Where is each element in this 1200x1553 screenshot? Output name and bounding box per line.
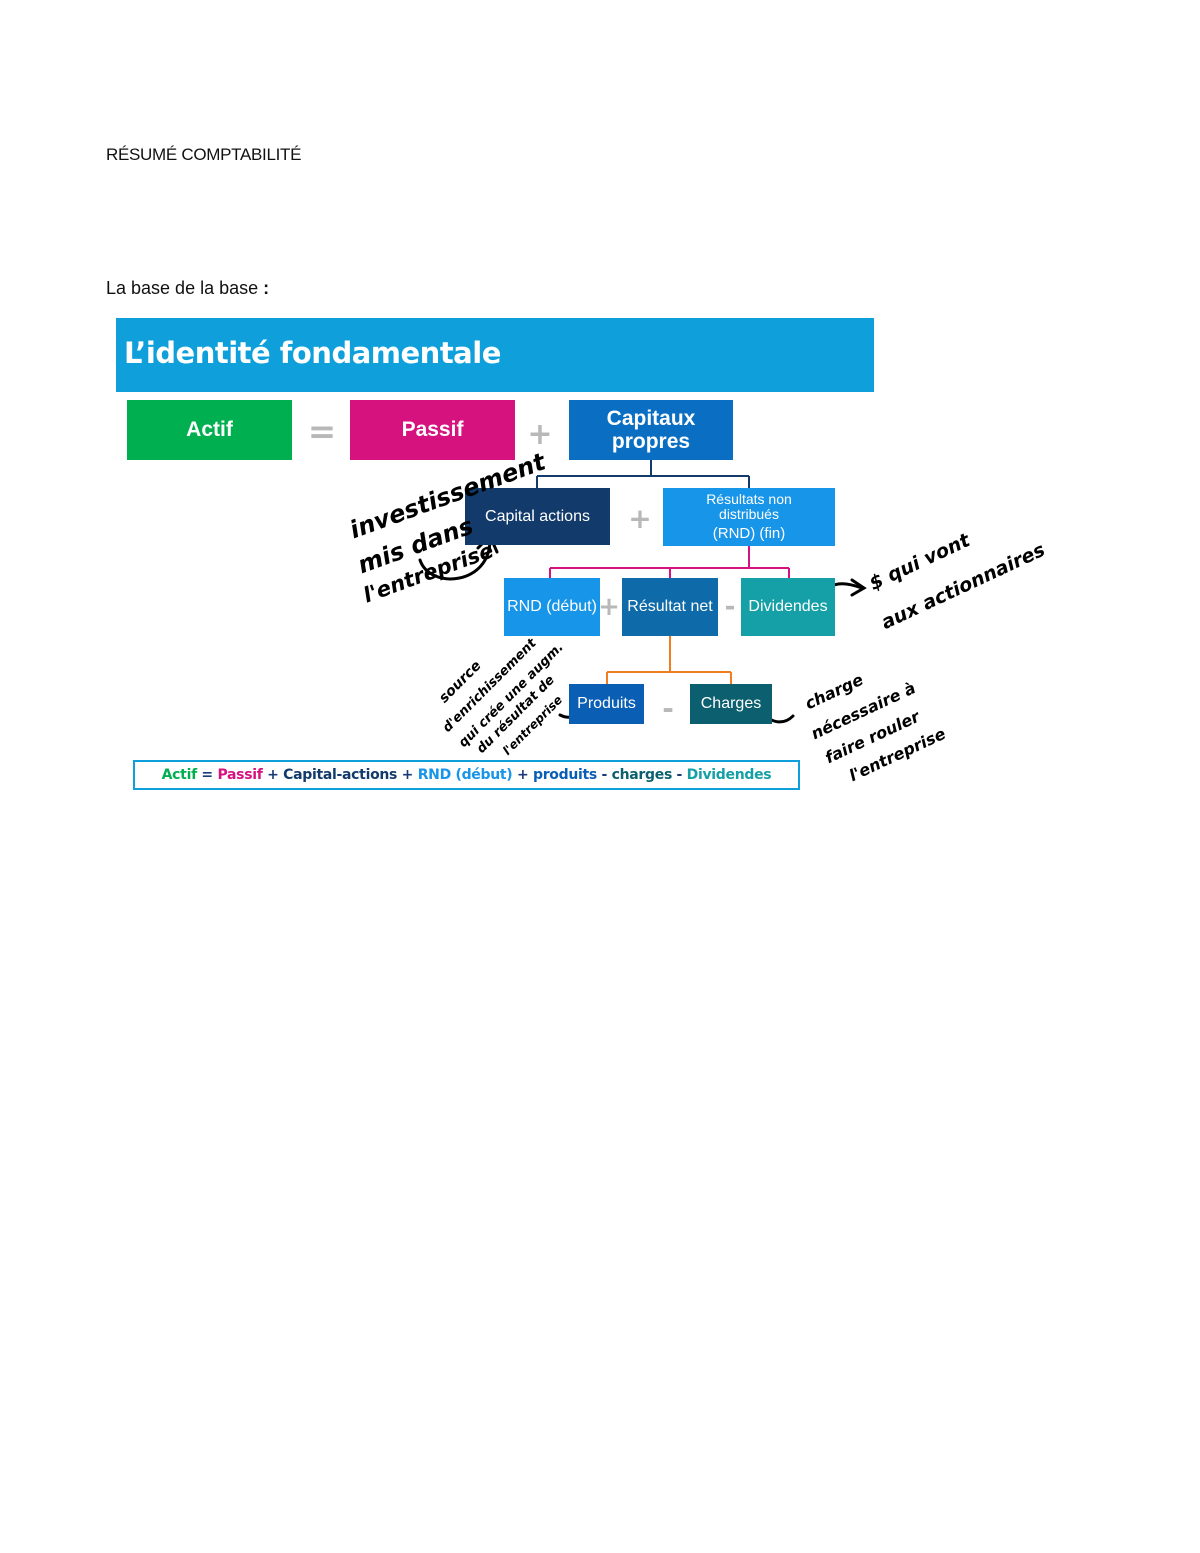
summary-formula: Actif = Passif + Capital-actions + RND (… xyxy=(133,760,800,790)
section-label: La base de la base : xyxy=(106,278,269,299)
formula-minus2: - xyxy=(671,767,687,783)
dividendes-box: Dividendes xyxy=(741,578,835,636)
section-label-text: La base de la base xyxy=(106,278,259,298)
charges-box: Charges xyxy=(690,684,772,724)
formula-produits: produits xyxy=(532,767,597,783)
minus-sign-fourth: - xyxy=(662,691,674,725)
capitaux-line1: Capitaux xyxy=(606,406,696,430)
passif-box: Passif xyxy=(350,400,515,460)
diagram-title: L’identité fondamentale xyxy=(124,336,501,370)
arrow-investissement xyxy=(418,538,492,581)
arrow-dividendes-head xyxy=(850,578,867,597)
produits-box: Produits xyxy=(569,684,644,724)
resultat-net-box: Résultat net xyxy=(622,578,718,636)
formula-dividendes: Dividendes xyxy=(686,767,772,783)
formula-passif: Passif xyxy=(217,767,263,783)
formula-eq: = xyxy=(196,767,218,783)
diagram-banner xyxy=(116,318,874,392)
formula-minus1: - xyxy=(596,767,612,783)
formula-plus1: + xyxy=(262,767,284,783)
section-label-colon: : xyxy=(258,278,270,298)
actif-box: Actif xyxy=(127,400,292,460)
equals-sign: = xyxy=(307,412,337,452)
formula-plus3: + xyxy=(512,767,533,783)
connector-resultat xyxy=(606,636,732,684)
capital-actions-box: Capital actions xyxy=(465,488,610,545)
connector-rnd-fin xyxy=(549,546,790,578)
document-title: RÉSUMÉ COMPTABILITÉ xyxy=(106,145,302,164)
minus-sign-third: - xyxy=(724,592,736,622)
plus-sign-second: + xyxy=(628,501,652,535)
formula-actif: Actif xyxy=(161,767,198,783)
formula-charges: charges xyxy=(611,767,673,783)
connector-capitaux xyxy=(536,460,750,488)
formula-plus2: + xyxy=(397,767,418,783)
formula-rnd: RND (début) xyxy=(417,767,513,783)
rnd-fin-line2: distribués xyxy=(719,506,779,523)
capitaux-line2: propres xyxy=(611,430,691,453)
formula-capital: Capital-actions xyxy=(283,767,398,783)
rnd-fin-box: Résultats non distribués (RND) (fin) xyxy=(663,488,835,546)
capitaux-propres-box: Capitaux propres xyxy=(569,400,733,460)
plus-sign-third: + xyxy=(598,592,620,622)
rnd-fin-line3: (RND) (fin) xyxy=(712,524,786,542)
rnd-fin-line1: Résultats non xyxy=(706,490,792,507)
rnd-debut-box: RND (début) xyxy=(504,578,600,636)
plus-sign-top: + xyxy=(527,416,553,452)
